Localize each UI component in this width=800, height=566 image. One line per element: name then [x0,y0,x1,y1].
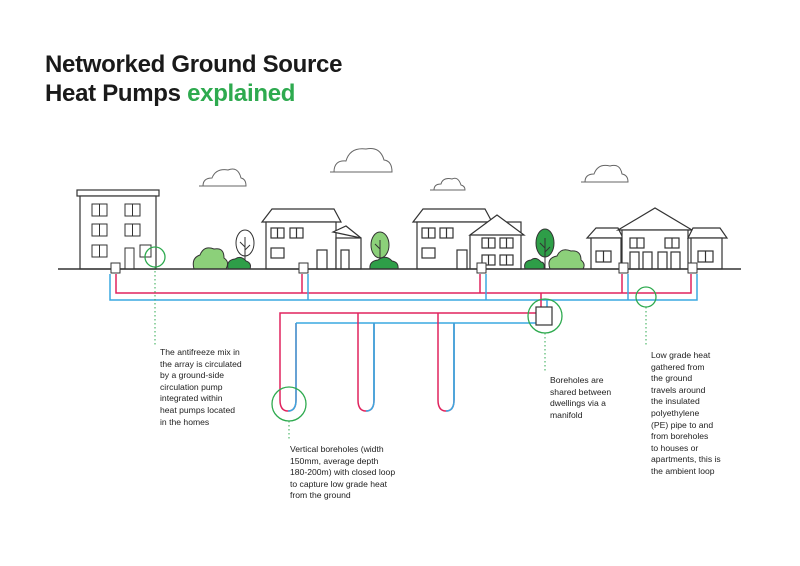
manifold-icon [535,306,553,326]
title-line-2-main: Heat Pumps [45,80,181,107]
bush-icon [192,247,229,270]
tree-icon [227,229,255,270]
house-icon [411,208,526,270]
leader-lines [154,267,647,440]
title-line-2-accent: explained [187,80,296,107]
ambient-loop [109,274,698,301]
heat-pump-icon [110,262,698,274]
ambient-loop-note: Low grade heat gathered from the ground … [651,350,721,476]
cloud-icon [199,168,247,187]
borehole-loops [279,312,536,412]
manifold-note: Boreholes are shared between dwellings v… [550,375,612,420]
antifreeze-note: The antifreeze mix in the array is circu… [160,347,242,427]
apartment-building-icon [76,189,160,270]
house-icon [260,208,362,270]
tree-icon [524,228,555,270]
page-title: Networked Ground Source Heat Pumps expla… [45,50,342,108]
bush-icon [548,249,585,270]
house-icon [585,207,729,270]
cloud-icon [330,148,393,173]
tree-icon [369,231,399,270]
cloud-icon [430,177,466,191]
title-line-1: Networked Ground Source [45,51,343,78]
cloud-icon [581,164,629,183]
boreholes-note: Vertical boreholes (width 150mm, average… [290,444,396,501]
